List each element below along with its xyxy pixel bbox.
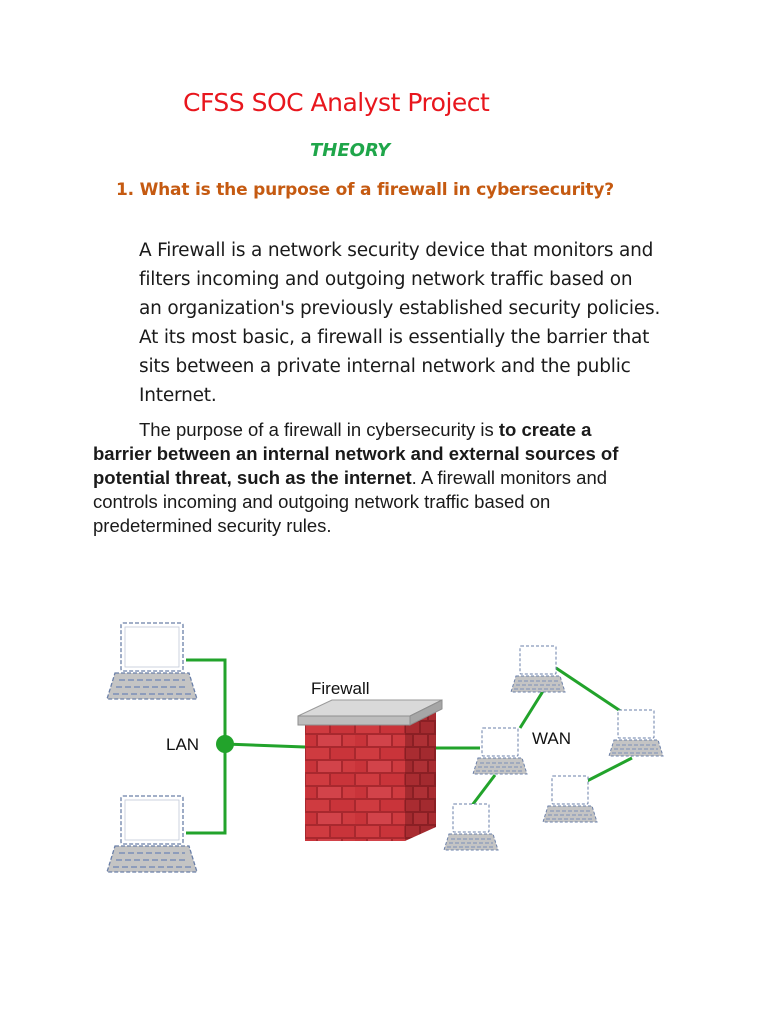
purpose-bold-text: potential threat, such as the internet [93, 467, 412, 488]
purpose-text: . A firewall monitors and [411, 467, 608, 488]
wan-laptop-icon [472, 727, 528, 775]
wan-laptop-icon [542, 775, 598, 823]
firewall-network-diagram: Firewall LAN WAN [106, 622, 664, 873]
lan-links [186, 658, 306, 835]
purpose-bold-text: to create a [498, 419, 592, 440]
lan-laptop-icon [106, 622, 198, 700]
answer-line: At its most basic, a firewall is essenti… [139, 327, 650, 348]
purpose-line: barrier between an internal network and … [93, 442, 693, 466]
answer-line: A Firewall is a network security device … [139, 240, 654, 261]
answer-paragraph: A Firewall is a network security device … [139, 236, 699, 410]
purpose-line: controls incoming and outgoing network t… [93, 491, 551, 512]
lan-hub-node [216, 735, 234, 753]
wan-label: WAN [532, 729, 571, 748]
question-heading: 1. What is the purpose of a firewall in … [116, 180, 614, 200]
wan-laptop-icon [443, 803, 499, 851]
purpose-line: potential threat, such as the internet. … [93, 466, 693, 490]
purpose-line: predetermined security rules. [93, 515, 332, 536]
lan-label: LAN [166, 735, 199, 754]
firewall-label: Firewall [311, 679, 370, 698]
firewall-wall-icon [297, 699, 443, 841]
lan-laptop-icon [106, 795, 198, 873]
document-title: CFSS SOC Analyst Project [183, 88, 490, 117]
section-heading: THEORY [310, 140, 391, 161]
wan-laptop-icon [608, 709, 664, 757]
purpose-line: The purpose of a firewall in cybersecuri… [93, 418, 693, 442]
purpose-bold-text: barrier between an internal network and … [93, 443, 619, 464]
purpose-paragraph: The purpose of a firewall in cybersecuri… [93, 418, 693, 538]
purpose-text: The purpose of a firewall in cybersecuri… [139, 419, 499, 440]
answer-line: filters incoming and outgoing network tr… [139, 269, 633, 290]
answer-line: sits between a private internal network … [139, 356, 631, 377]
answer-line: an organization's previously established… [139, 298, 661, 319]
answer-line: Internet. [139, 385, 217, 406]
